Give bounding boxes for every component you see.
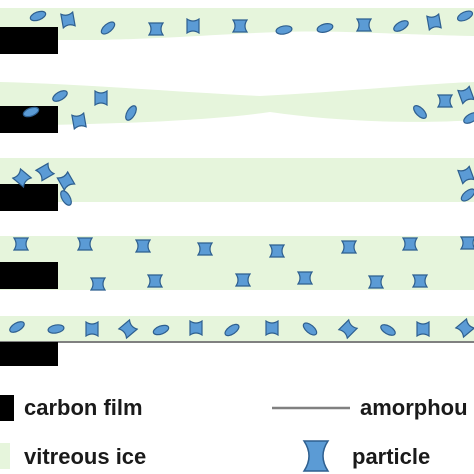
legend-label-vitreous-ice: vitreous ice	[24, 444, 147, 469]
vitreous-ice-swatch	[0, 443, 10, 469]
particle	[416, 321, 430, 337]
particle	[426, 13, 442, 31]
particle	[368, 275, 384, 289]
particle	[269, 244, 285, 258]
particle	[13, 237, 29, 251]
particle	[60, 11, 76, 29]
particle	[85, 321, 99, 337]
particle	[460, 236, 474, 250]
particle	[94, 90, 108, 106]
particle	[265, 320, 279, 336]
legend	[0, 395, 350, 472]
particle	[412, 274, 428, 288]
particle	[232, 19, 248, 33]
particle	[197, 242, 213, 256]
legend-label-carbon-film: carbon film	[24, 395, 143, 420]
particle-swatch	[302, 440, 330, 472]
particle	[341, 240, 357, 254]
carbon-film	[0, 262, 58, 289]
particle	[402, 237, 418, 251]
particle	[135, 239, 151, 253]
particle	[437, 94, 453, 108]
panel-4	[0, 236, 474, 290]
vitreous-ice-layer	[0, 158, 474, 202]
panel-5	[0, 316, 474, 366]
carbon-film	[0, 184, 58, 211]
vitreous-ice-layer	[0, 82, 474, 126]
particle	[186, 18, 200, 34]
particle	[189, 320, 203, 336]
carbon-film-swatch	[0, 395, 14, 421]
particle	[235, 273, 251, 287]
legend-label-amorphous: amorphou	[360, 395, 468, 420]
particle	[148, 22, 164, 36]
particle	[297, 271, 313, 285]
vitreous-ice-layer	[0, 236, 474, 290]
particle	[356, 18, 372, 32]
panel-3	[0, 158, 474, 211]
particle	[90, 277, 106, 291]
particle	[71, 112, 87, 130]
particle	[147, 274, 163, 288]
carbon-film	[0, 342, 58, 366]
panel-2	[0, 82, 474, 133]
particle	[77, 237, 93, 251]
carbon-film	[0, 27, 58, 54]
legend-label-particle: particle	[352, 444, 431, 469]
